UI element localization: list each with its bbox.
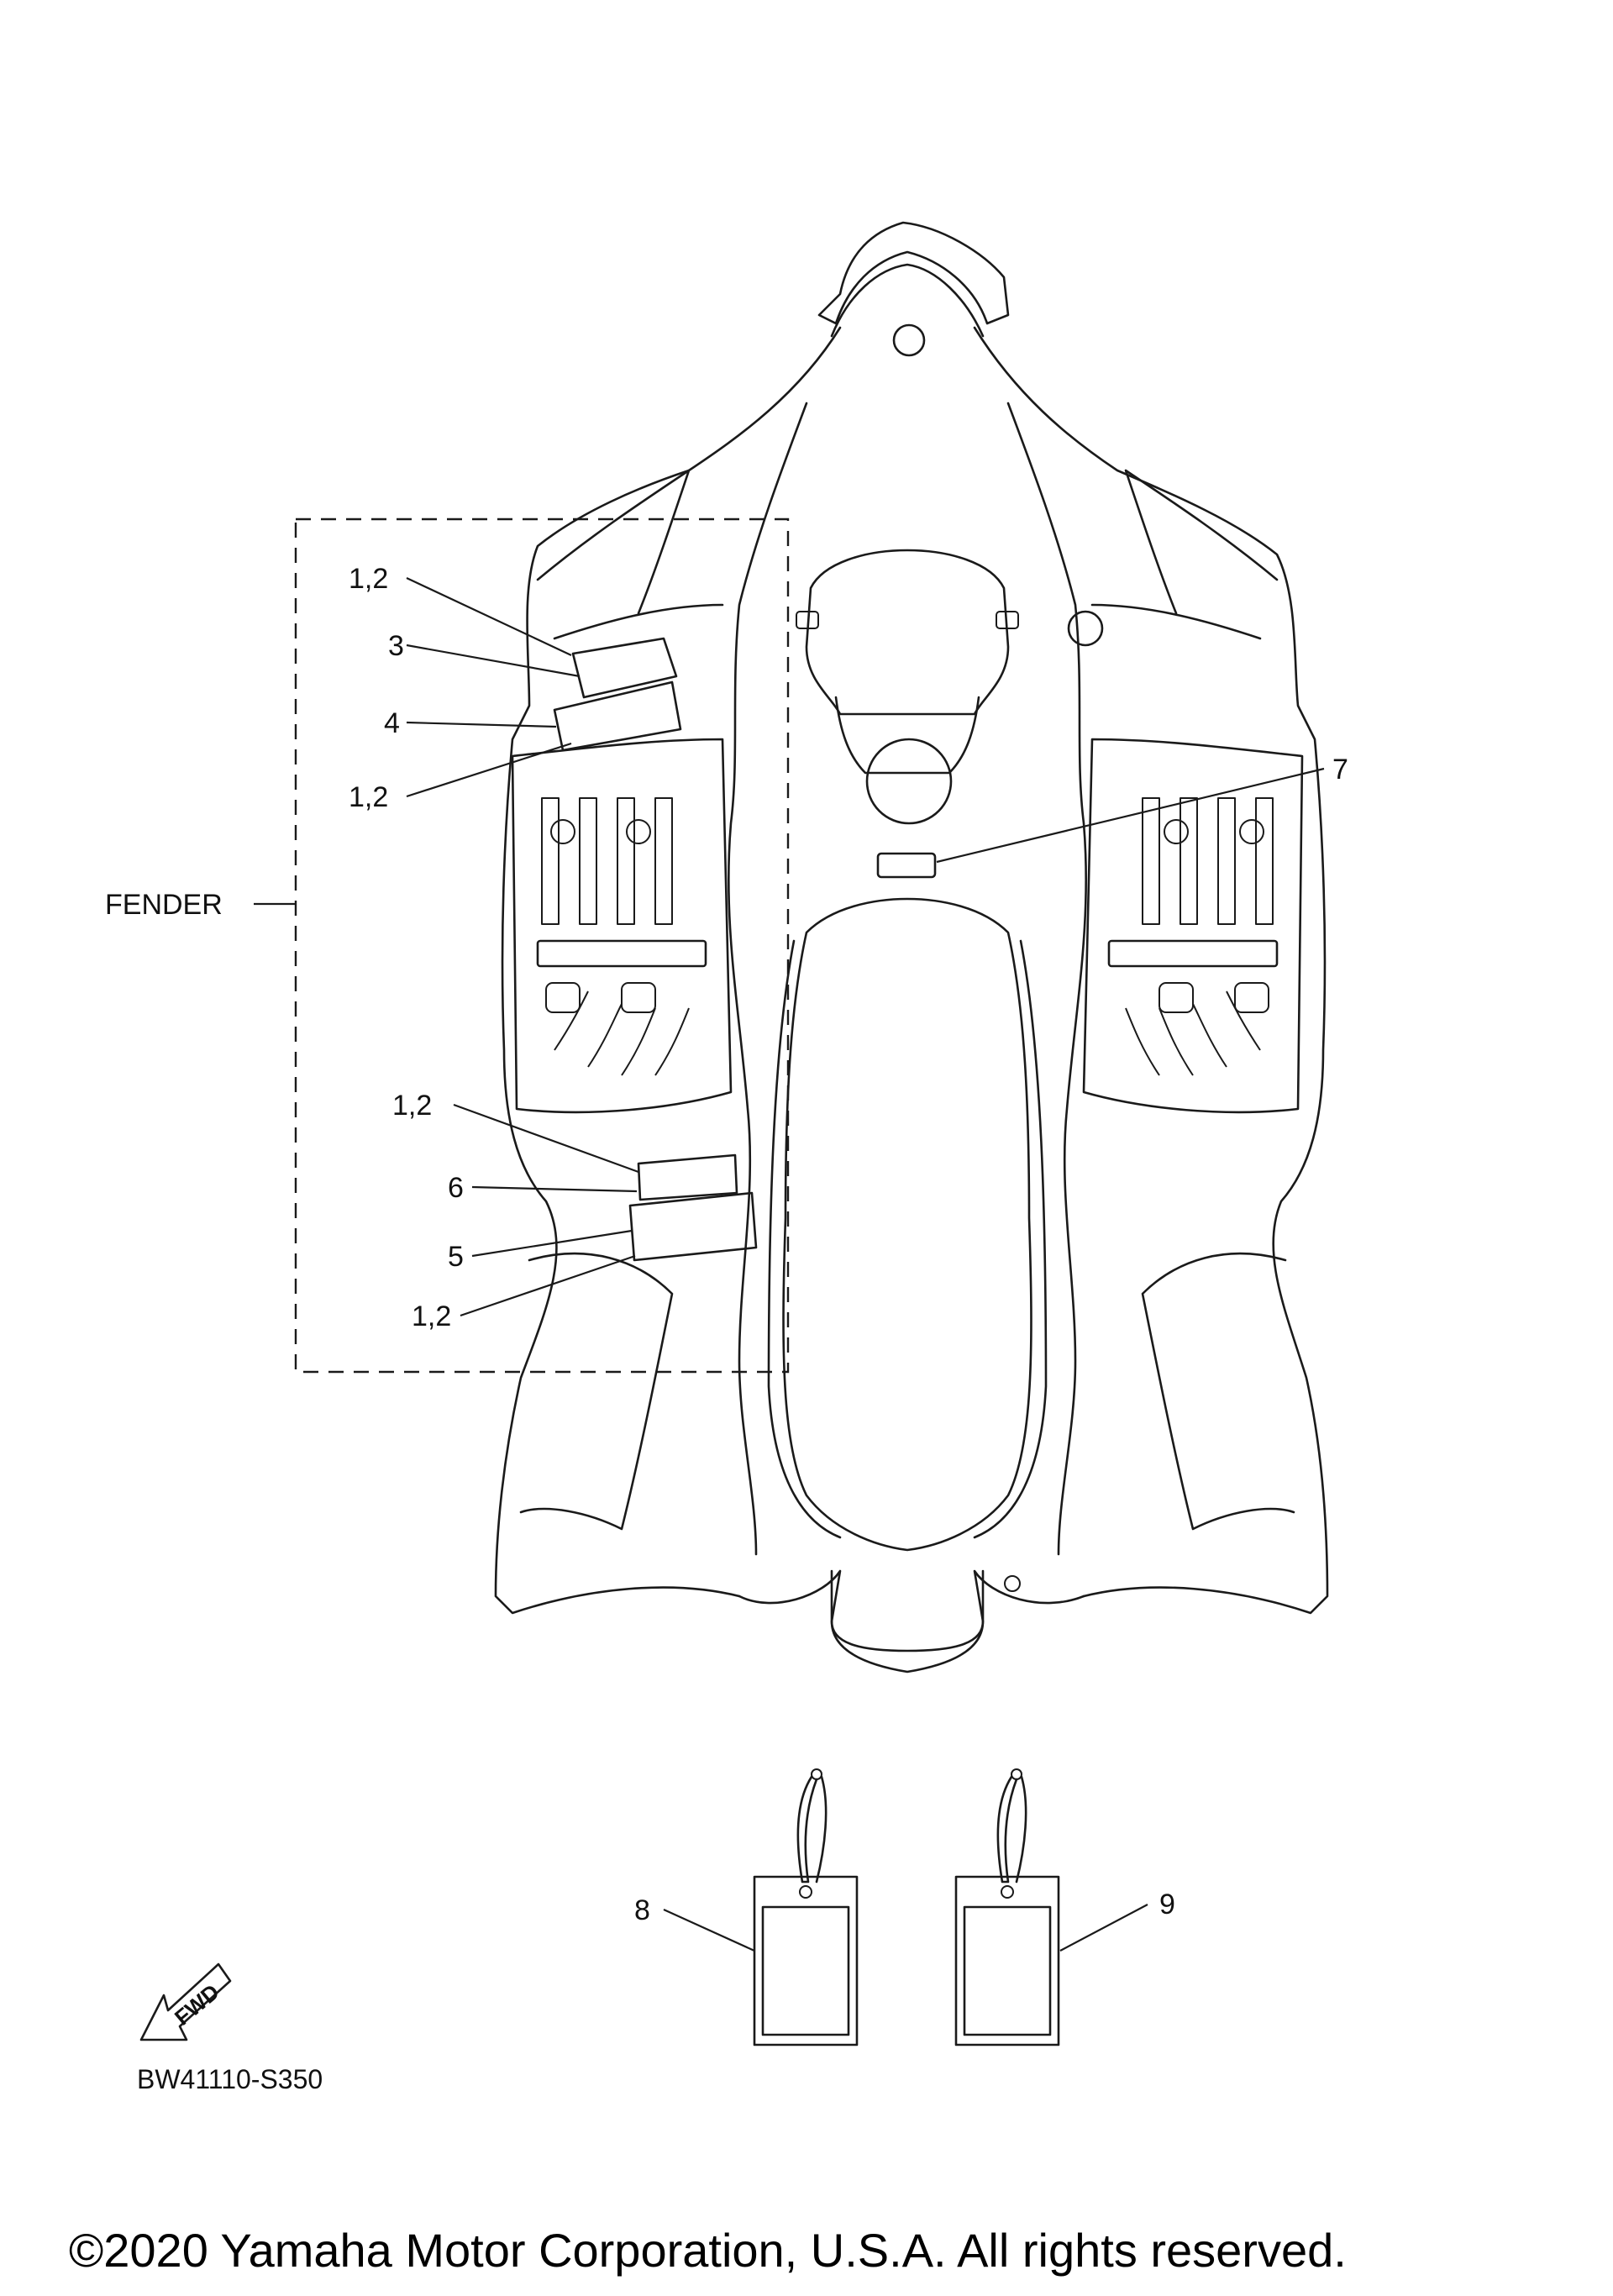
copyright-footer: ©2020 Yamaha Motor Corporation, U.S.A. A…: [69, 2224, 1347, 2277]
callout-5: 5: [448, 1241, 464, 1273]
callout-8: 8: [634, 1894, 650, 1926]
decal-labels-top: [553, 637, 682, 752]
fwd-arrow-icon: FWD: [139, 1962, 232, 2041]
callout-9: 9: [1159, 1889, 1175, 1920]
decal-labels-bottom: [628, 1153, 758, 1262]
callout-1-2-top-lower: 1,2: [349, 781, 388, 813]
fender-group-label: FENDER: [105, 889, 223, 921]
left-footrest-panel: [511, 738, 733, 1114]
callout-6: 6: [448, 1172, 464, 1204]
drawing-code: BW41110-S350: [137, 2064, 323, 2094]
callout-leader-lines: [406, 577, 1325, 1952]
hang-tag-8: [753, 1768, 859, 2046]
right-footrest-panel: [1082, 738, 1304, 1114]
fender-body-outline: [494, 221, 1329, 1673]
fwd-badge-label: FWD: [170, 1979, 224, 2031]
callout-4: 4: [384, 707, 400, 739]
fender-group-box: [294, 518, 790, 1374]
callout-7: 7: [1332, 754, 1348, 785]
callout-1-2-top-upper: 1,2: [349, 563, 388, 595]
decal-label-7: [876, 852, 937, 879]
fender-wing-panels: [519, 469, 1295, 1531]
fender-center-cockpit: [767, 549, 1048, 1552]
callout-1-2-bottom-upper: 1,2: [392, 1090, 432, 1122]
callout-1-2-bottom-lower: 1,2: [412, 1300, 451, 1332]
hang-tag-9: [954, 1768, 1060, 2046]
callout-3: 3: [388, 630, 404, 662]
